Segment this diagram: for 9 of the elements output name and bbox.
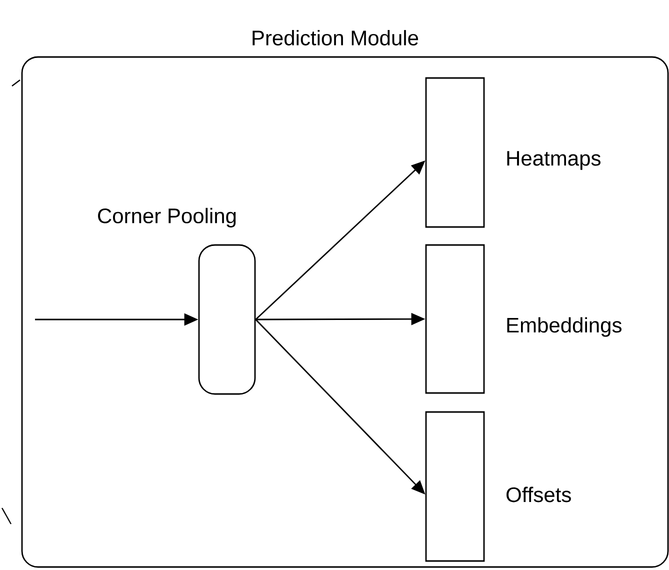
output-label: Heatmaps (507, 151, 600, 170)
output-bar (425, 411, 485, 562)
node-label: Prediction Module (252, 30, 418, 46)
output-label: Offsets (506, 486, 571, 502)
node-label: Corner Pooling (98, 208, 236, 228)
output-label: Embeddings (507, 317, 622, 337)
pooling-box: Corner Pooling (98, 208, 256, 395)
output-bar (425, 77, 485, 228)
output-bar (425, 244, 485, 394)
